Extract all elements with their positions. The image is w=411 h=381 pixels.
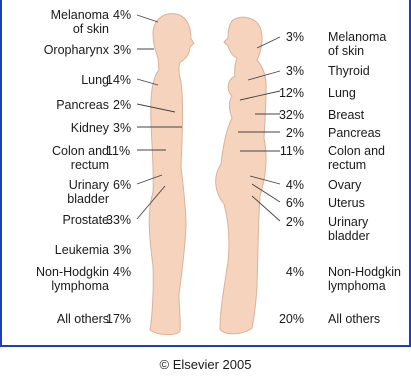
female-label-breast: Breast: [328, 108, 364, 122]
female-pct-melanoma: 3%: [270, 30, 304, 44]
female-silhouette: [216, 17, 266, 334]
male-pct-lung: 14%: [106, 73, 131, 87]
female-pct-others: 20%: [270, 312, 304, 326]
male-pct-colon: 11%: [106, 144, 130, 158]
male-label-pancreas: Pancreas: [56, 98, 109, 112]
female-label-ovary: Ovary: [328, 178, 361, 192]
female-pct-colon: 11%: [270, 144, 304, 158]
female-pct-breast: 32%: [270, 108, 304, 122]
male-label-oropharynx: Oropharynx: [44, 43, 109, 57]
copyright-notice: © Elsevier 2005: [0, 357, 411, 372]
male-pct-oropharynx: 3%: [113, 43, 131, 57]
female-label-thyroid: Thyroid: [328, 64, 370, 78]
male-label-prostate: Prostate: [62, 213, 109, 227]
male-pct-nhl: 4%: [113, 265, 131, 279]
female-pct-pancreas: 2%: [270, 126, 304, 140]
male-pct-pancreas: 2%: [113, 98, 131, 112]
female-pct-uterus: 6%: [270, 196, 304, 210]
male-pct-others: 17%: [106, 312, 131, 326]
male-label-leukemia: Leukemia: [55, 243, 109, 257]
male-pct-melanoma: 4%: [113, 8, 131, 22]
female-pct-thyroid: 3%: [270, 64, 304, 78]
male-label-lung: Lung: [81, 73, 109, 87]
female-label-uterus: Uterus: [328, 196, 365, 210]
male-pct-kidney: 3%: [113, 121, 131, 135]
female-label-lung: Lung: [328, 86, 356, 100]
female-label-pancreas: Pancreas: [328, 126, 381, 140]
female-label-others: All others: [328, 312, 380, 326]
male-pct-prostate: 33%: [106, 213, 131, 227]
male-pct-bladder: 6%: [113, 178, 131, 192]
female-pct-bladder: 2%: [270, 215, 304, 229]
female-pct-lung: 12%: [270, 86, 304, 100]
female-pct-nhl: 4%: [270, 265, 304, 279]
male-pct-leukemia: 3%: [113, 243, 131, 257]
male-label-kidney: Kidney: [71, 121, 109, 135]
male-label-others: All others: [57, 312, 109, 326]
female-pct-ovary: 4%: [270, 178, 304, 192]
male-silhouette: [149, 14, 194, 335]
